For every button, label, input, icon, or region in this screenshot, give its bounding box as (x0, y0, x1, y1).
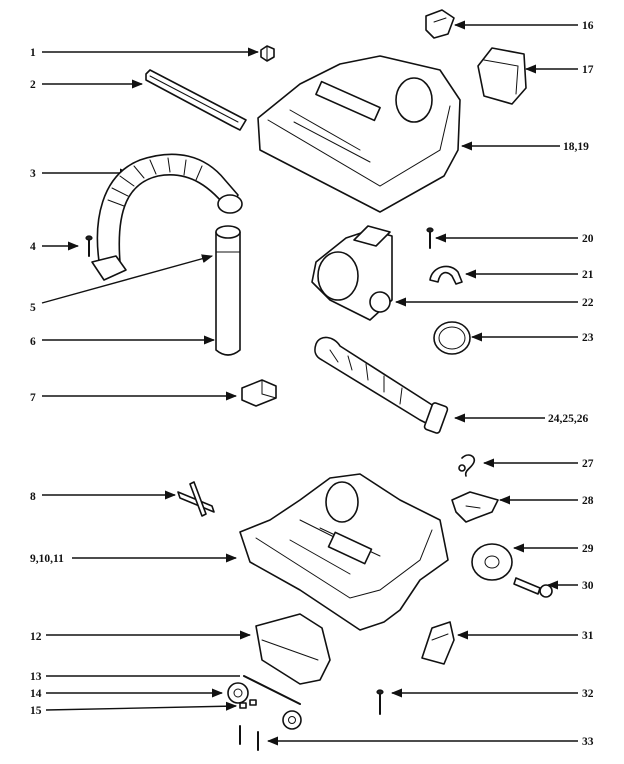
callout-31: 31 (456, 630, 594, 642)
part-2-bumper-strip (145, 69, 247, 131)
svg-text:17: 17 (582, 64, 594, 76)
callout-24-25-26: 24,25,26 (453, 413, 589, 425)
callout-20: 20 (434, 233, 594, 245)
svg-text:13: 13 (30, 671, 42, 683)
part-33-screws (239, 725, 259, 751)
part-29-wheel (471, 543, 513, 581)
svg-text:27: 27 (582, 458, 594, 470)
svg-text:12: 12 (30, 631, 42, 643)
part-13-axle-rod (243, 675, 301, 705)
callout-1: 1 (30, 47, 260, 59)
svg-text:2: 2 (30, 79, 36, 91)
svg-text:33: 33 (582, 736, 594, 748)
part-22-motor (311, 225, 393, 321)
callout-2: 2 (30, 79, 144, 91)
callout-17: 17 (524, 64, 594, 76)
svg-text:14: 14 (30, 688, 42, 700)
part-21-clamp (429, 265, 463, 285)
part-14-wheel (227, 682, 249, 704)
part-12-bumper (255, 613, 331, 685)
svg-text:22: 22 (582, 297, 594, 309)
part-9-11-base (239, 473, 449, 631)
svg-text:21: 21 (582, 269, 594, 281)
callout-3: 3 (30, 168, 132, 180)
part-31-pedal (421, 621, 455, 665)
part-7-bracket (241, 379, 277, 407)
callout-18-19: 18,19 (460, 141, 589, 153)
svg-text:4: 4 (30, 241, 36, 253)
svg-text:29: 29 (582, 543, 594, 555)
part-27-spring-clip (458, 454, 476, 477)
part-32-screw (376, 689, 384, 715)
callout-30: 30 (546, 580, 594, 592)
svg-text:20: 20 (582, 233, 594, 245)
svg-text:28: 28 (582, 495, 594, 507)
svg-text:3: 3 (30, 168, 36, 180)
callout-7: 7 (30, 391, 238, 404)
callout-14: 14 (30, 688, 224, 700)
part-28-lever (451, 491, 499, 523)
svg-text:16: 16 (582, 20, 594, 32)
callout-33: 33 (266, 736, 594, 748)
callout-12: 12 (30, 630, 252, 643)
callout-27: 27 (482, 458, 594, 470)
callout-22: 22 (394, 297, 594, 309)
svg-text:1: 1 (30, 47, 36, 59)
svg-text:31: 31 (582, 630, 594, 642)
part-1-clip (260, 45, 275, 62)
callout-13: 13 (30, 671, 240, 683)
part-14-wheel-second (282, 710, 302, 730)
svg-text:6: 6 (30, 336, 36, 348)
callout-15: 15 (30, 701, 238, 717)
part-20-screw (426, 227, 434, 249)
callout-29: 29 (512, 543, 594, 555)
svg-text:23: 23 (582, 332, 594, 344)
callout-5: 5 (30, 254, 214, 314)
part-16-latch (425, 9, 455, 39)
callout-28: 28 (498, 495, 594, 507)
part-6-wand (215, 225, 241, 356)
part-3-hose (91, 153, 243, 281)
part-4-screw (85, 235, 93, 257)
part-23-belt (433, 321, 471, 355)
svg-text:8: 8 (30, 491, 36, 503)
callout-32: 32 (390, 688, 594, 700)
part-30-axle (513, 577, 553, 598)
callout-23: 23 (470, 332, 594, 344)
svg-text:15: 15 (30, 705, 42, 717)
part-15-small-parts (239, 699, 257, 709)
part-17-filter-housing (477, 47, 527, 105)
svg-text:5: 5 (30, 302, 36, 314)
callout-6: 6 (30, 335, 216, 348)
part-8-cross-clip (177, 481, 215, 517)
part-24-26-brush-roll (314, 336, 449, 434)
callout-21: 21 (464, 269, 594, 281)
svg-text:30: 30 (582, 580, 594, 592)
svg-text:24,25,26: 24,25,26 (548, 413, 589, 425)
svg-text:18,19: 18,19 (563, 141, 589, 153)
svg-text:32: 32 (582, 688, 594, 700)
callout-16: 16 (453, 20, 594, 32)
callout-9-10-11: 9,10,11 (30, 553, 238, 565)
callout-8: 8 (30, 490, 177, 503)
svg-text:9,10,11: 9,10,11 (30, 553, 64, 565)
part-18-19-hood (257, 55, 461, 213)
callout-4: 4 (30, 241, 80, 253)
svg-text:7: 7 (30, 392, 36, 404)
